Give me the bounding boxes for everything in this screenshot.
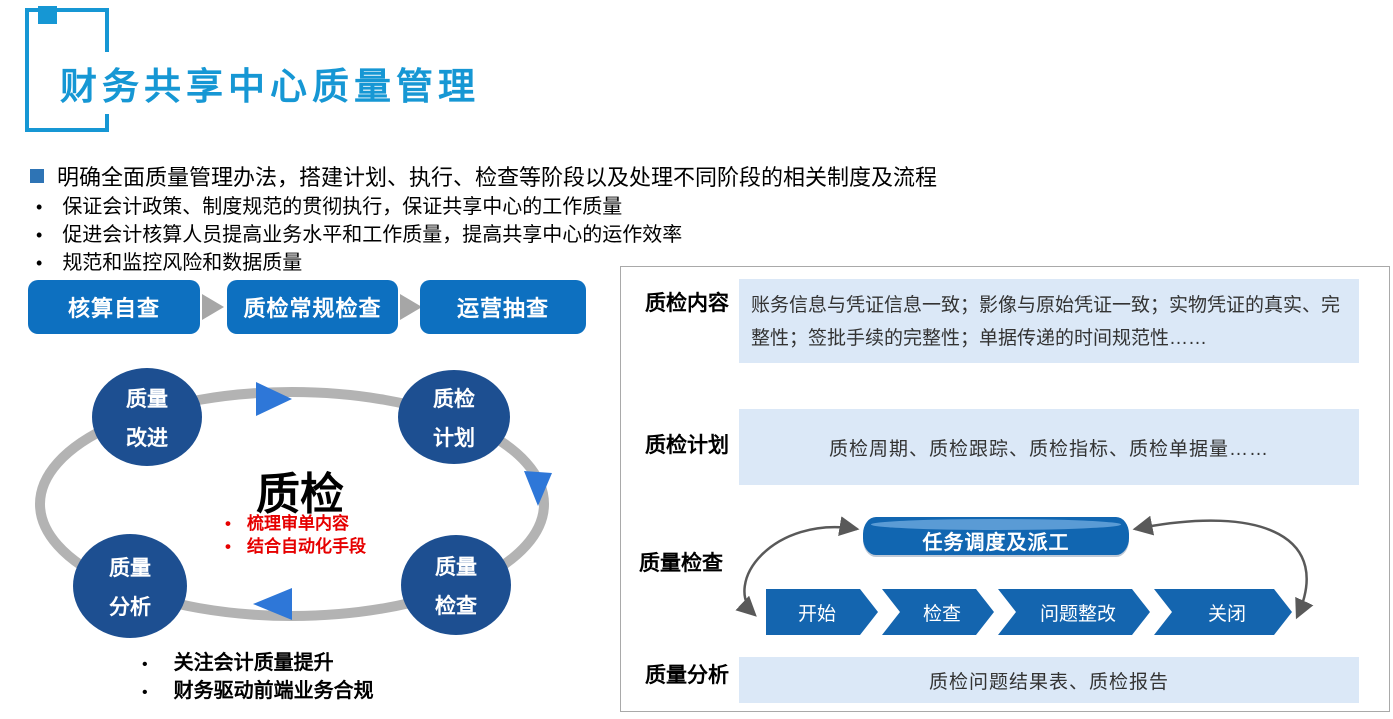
panel-box-content: 账务信息与凭证信息一致；影像与原始凭证一致；实物凭证的真实、完整性；签批手续的完… <box>739 279 1359 363</box>
flow-step-self-check: 核算自查 <box>28 280 200 334</box>
node-text: 改进 <box>126 426 168 450</box>
red-point: 梳理审单内容 <box>225 512 366 535</box>
red-point: 结合自动化手段 <box>225 535 366 558</box>
task-scheduler-label: 任务调度及派工 <box>922 532 1070 554</box>
check-step-close: 关闭 <box>1154 589 1292 635</box>
node-text: 计划 <box>433 426 475 450</box>
cycle-arrow-bottom-icon <box>253 588 292 620</box>
panel-box-plan: 质检周期、质检跟踪、质检指标、质检单据量…… <box>739 409 1359 485</box>
cycle-ring-graphic <box>35 382 552 621</box>
footnote: 关注会计质量提升 <box>142 650 374 678</box>
cycle-center-title: 质检 <box>256 470 344 519</box>
cycle-center-points: 梳理审单内容 结合自动化手段 <box>225 512 366 558</box>
intro-main-point: 明确全面质量管理办法，搭建计划、执行、检查等阶段以及处理不同阶段的相关制度及流程 <box>30 160 937 192</box>
panel-label-analyze: 质量分析 <box>645 664 729 687</box>
node-text: 质量 <box>126 387 168 411</box>
intro-sub-point: 规范和监控风险和数据质量 <box>36 246 302 275</box>
cycle-arrow-right-icon <box>524 471 552 506</box>
cycle-node-check: 质量 检查 <box>401 535 511 635</box>
flow-step-routine-check: 质检常规检查 <box>227 280 398 334</box>
cycle-footnotes: 关注会计质量提升 财务驱动前端业务合规 <box>142 650 374 706</box>
panel-box-analyze: 质检问题结果表、质检报告 <box>739 657 1359 703</box>
check-step-start: 开始 <box>766 589 878 635</box>
panel-label-check: 质量检查 <box>639 552 723 575</box>
panel-label-content: 质检内容 <box>645 292 729 315</box>
intro-sub-point: 促进会计核算人员提高业务水平和工作质量，提高共享中心的运作效率 <box>36 218 682 247</box>
intro-main-text: 明确全面质量管理办法，搭建计划、执行、检查等阶段以及处理不同阶段的相关制度及流程 <box>57 165 938 190</box>
node-text: 质量 <box>109 556 151 580</box>
footnote: 财务驱动前端业务合规 <box>142 678 374 706</box>
intro-sub-point: 保证会计政策、制度规范的贯彻执行，保证共享中心的工作质量 <box>36 190 622 219</box>
cycle-node-analyze: 质量 分析 <box>73 534 187 638</box>
page-title: 财务共享中心质量管理 <box>48 52 492 114</box>
quality-cycle-diagram: 质量 改进 质检 计划 质量 检查 质量 分析 质检 梳理审单内容 结合自动化手… <box>20 352 580 664</box>
node-text: 检查 <box>435 594 477 618</box>
square-bullet-icon <box>30 169 44 183</box>
right-arrow-icon <box>202 294 224 320</box>
node-text: 质检 <box>433 387 475 411</box>
title-square-fill <box>38 6 57 24</box>
task-scheduler-cylinder: 任务调度及派工 <box>863 517 1129 555</box>
check-step-rectify: 问题整改 <box>998 589 1150 635</box>
cycle-node-improve: 质量 改进 <box>92 368 202 466</box>
check-step-inspect: 检查 <box>882 589 994 635</box>
cycle-node-plan: 质检 计划 <box>398 370 510 464</box>
node-text: 分析 <box>109 595 151 619</box>
flow-step-ops-spotcheck: 运营抽查 <box>420 280 586 334</box>
node-text: 质量 <box>435 555 477 579</box>
cycle-arrow-top-icon <box>256 382 292 416</box>
panel-label-plan: 质检计划 <box>645 434 729 457</box>
quality-detail-panel: 质检内容 账务信息与凭证信息一致；影像与原始凭证一致；实物凭证的真实、完整性；签… <box>620 266 1390 712</box>
right-arrow-icon <box>400 294 422 320</box>
